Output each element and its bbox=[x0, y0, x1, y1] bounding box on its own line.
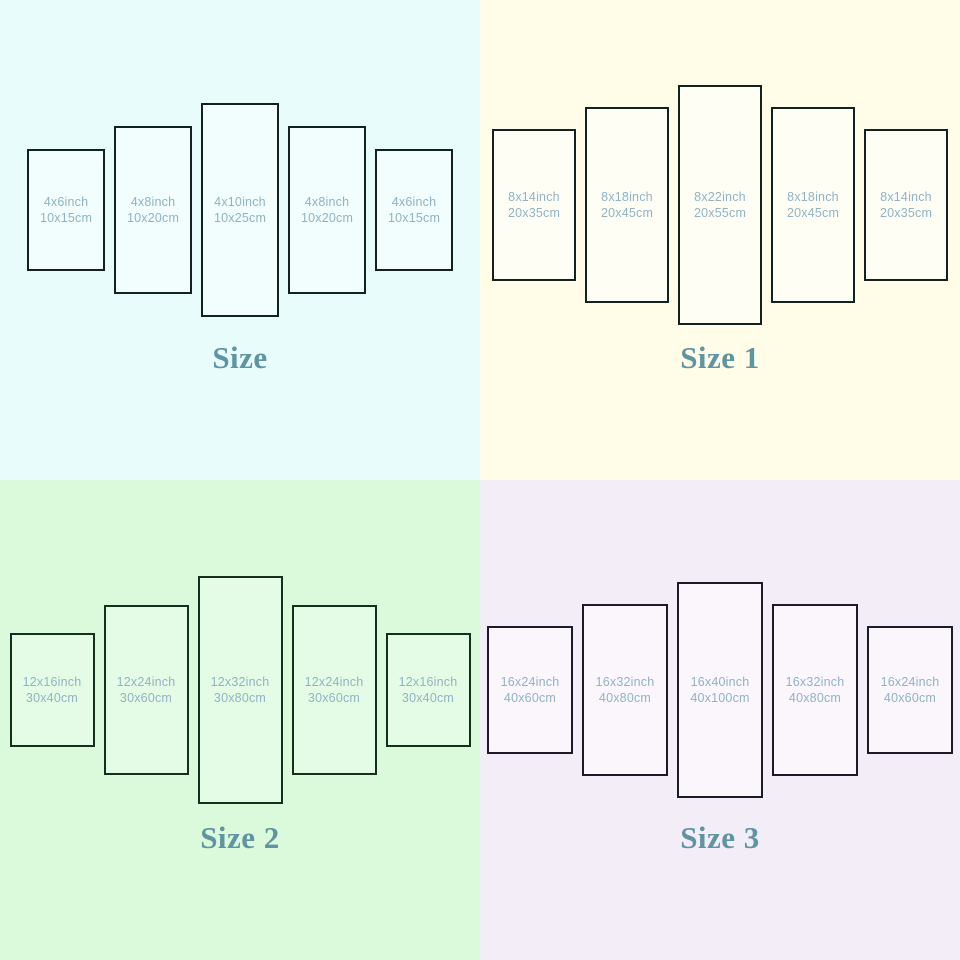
panel-inch-label: 12x16inch bbox=[398, 675, 458, 689]
panel-cm-label: 20x45cm bbox=[786, 206, 840, 220]
panel-inch-label: 16x40inch bbox=[690, 675, 750, 689]
quadrant-title-size: Size bbox=[212, 340, 268, 375]
panel-cm-label: 10x20cm bbox=[300, 211, 354, 225]
quadrant-title-size-3: Size 3 bbox=[680, 820, 760, 855]
quadrant-title-size-2: Size 2 bbox=[200, 820, 280, 855]
panel-inch-label: 4x6inch bbox=[43, 195, 89, 209]
panel-row-size-3: 16x24inch 40x60cm 16x32inch 40x80cm 16x4… bbox=[480, 505, 960, 875]
panel-inch-label: 8x22inch bbox=[694, 190, 746, 204]
size-panel-3-label: 4x10inch 10x25cm bbox=[214, 194, 266, 226]
panel-inch-label: 4x8inch bbox=[130, 195, 176, 209]
panel-cm-label: 30x40cm bbox=[25, 691, 79, 705]
panel-inch-label: 16x24inch bbox=[500, 675, 560, 689]
size-3-panel-1-label: 16x24inch 40x60cm bbox=[501, 674, 560, 706]
panel-inch-label: 16x32inch bbox=[595, 675, 655, 689]
size-panel-1: 4x6inch 10x15cm bbox=[27, 149, 105, 271]
size-3-panel-3-label: 16x40inch 40x100cm bbox=[690, 674, 749, 706]
panel-inch-label: 8x14inch bbox=[508, 190, 560, 204]
panel-cm-label: 40x80cm bbox=[788, 691, 842, 705]
panel-cm-label: 40x60cm bbox=[503, 691, 557, 705]
size-2-panel-1: 12x16inch 30x40cm bbox=[9, 633, 95, 747]
size-1-panel-1-label: 8x14inch 20x35cm bbox=[508, 189, 560, 221]
panel-cm-label: 30x80cm bbox=[213, 691, 267, 705]
panel-cm-label: 20x55cm bbox=[693, 206, 747, 220]
size-panel-2-label: 4x8inch 10x20cm bbox=[127, 194, 179, 226]
size-1-panel-5-label: 8x14inch 20x35cm bbox=[880, 189, 932, 221]
size-2-panel-5-label: 12x16inch 30x40cm bbox=[399, 674, 458, 706]
size-panel-2: 4x8inch 10x20cm bbox=[114, 126, 192, 294]
panel-inch-label: 4x10inch bbox=[214, 195, 266, 209]
quadrant-size: 4x6inch 10x15cm 4x8inch 10x20cm 4x10inch… bbox=[0, 0, 480, 480]
size-3-panel-1: 16x24inch 40x60cm bbox=[487, 626, 573, 754]
panel-inch-label: 4x6inch bbox=[391, 195, 437, 209]
panel-inch-label: 16x24inch bbox=[880, 675, 940, 689]
panel-cm-label: 30x40cm bbox=[401, 691, 455, 705]
size-panel-3: 4x10inch 10x25cm bbox=[201, 103, 279, 317]
size-3-panel-5: 16x24inch 40x60cm bbox=[867, 626, 953, 754]
size-panel-4-label: 4x8inch 10x20cm bbox=[301, 194, 353, 226]
panel-cm-label: 10x15cm bbox=[39, 211, 93, 225]
size-3-panel-2: 16x32inch 40x80cm bbox=[582, 604, 668, 776]
size-1-panel-4-label: 8x18inch 20x45cm bbox=[787, 189, 839, 221]
size-1-panel-2-label: 8x18inch 20x45cm bbox=[601, 189, 653, 221]
size-2-panel-3: 12x32inch 30x80cm bbox=[197, 576, 283, 804]
panel-cm-label: 40x80cm bbox=[598, 691, 652, 705]
size-panel-5-label: 4x6inch 10x15cm bbox=[388, 194, 440, 226]
panel-cm-label: 10x25cm bbox=[213, 211, 267, 225]
panel-cm-label: 10x15cm bbox=[387, 211, 441, 225]
panel-cm-label: 20x35cm bbox=[507, 206, 561, 220]
size-2-panel-5: 12x16inch 30x40cm bbox=[385, 633, 471, 747]
size-3-panel-4-label: 16x32inch 40x80cm bbox=[786, 674, 845, 706]
panel-cm-label: 20x45cm bbox=[600, 206, 654, 220]
size-2-panel-3-label: 12x32inch 30x80cm bbox=[211, 674, 270, 706]
size-2-panel-2: 12x24inch 30x60cm bbox=[103, 605, 189, 775]
panel-row-size-2: 12x16inch 30x40cm 12x24inch 30x60cm 12x3… bbox=[0, 505, 480, 875]
panel-cm-label: 30x60cm bbox=[307, 691, 361, 705]
panel-row-size-1: 8x14inch 20x35cm 8x18inch 20x45cm 8x22in… bbox=[480, 20, 960, 390]
quadrant-size-1: 8x14inch 20x35cm 8x18inch 20x45cm 8x22in… bbox=[480, 0, 960, 480]
size-panel-1-label: 4x6inch 10x15cm bbox=[40, 194, 92, 226]
panel-cm-label: 40x60cm bbox=[883, 691, 937, 705]
size-panel-4: 4x8inch 10x20cm bbox=[288, 126, 366, 294]
size-2-panel-2-label: 12x24inch 30x60cm bbox=[117, 674, 176, 706]
panel-cm-label: 20x35cm bbox=[879, 206, 933, 220]
size-panel-5: 4x6inch 10x15cm bbox=[375, 149, 453, 271]
panel-inch-label: 8x14inch bbox=[880, 190, 932, 204]
size-1-panel-5: 8x14inch 20x35cm bbox=[864, 129, 948, 281]
quadrant-title-size-1: Size 1 bbox=[680, 340, 760, 375]
size-3-panel-4: 16x32inch 40x80cm bbox=[772, 604, 858, 776]
size-1-panel-1: 8x14inch 20x35cm bbox=[492, 129, 576, 281]
size-2-panel-1-label: 12x16inch 30x40cm bbox=[23, 674, 82, 706]
quadrant-size-3: 16x24inch 40x60cm 16x32inch 40x80cm 16x4… bbox=[480, 480, 960, 960]
panel-inch-label: 12x32inch bbox=[210, 675, 270, 689]
panel-inch-label: 12x24inch bbox=[304, 675, 364, 689]
panel-inch-label: 8x18inch bbox=[601, 190, 653, 204]
size-3-panel-3: 16x40inch 40x100cm bbox=[677, 582, 763, 798]
panel-inch-label: 12x16inch bbox=[22, 675, 82, 689]
size-1-panel-4: 8x18inch 20x45cm bbox=[771, 107, 855, 303]
panel-row-size: 4x6inch 10x15cm 4x8inch 10x20cm 4x10inch… bbox=[0, 25, 480, 395]
panel-cm-label: 30x60cm bbox=[119, 691, 173, 705]
size-3-panel-5-label: 16x24inch 40x60cm bbox=[881, 674, 940, 706]
size-2-panel-4-label: 12x24inch 30x60cm bbox=[305, 674, 364, 706]
quadrant-size-2: 12x16inch 30x40cm 12x24inch 30x60cm 12x3… bbox=[0, 480, 480, 960]
panel-inch-label: 16x32inch bbox=[785, 675, 845, 689]
size-2-panel-4: 12x24inch 30x60cm bbox=[291, 605, 377, 775]
panel-inch-label: 4x8inch bbox=[304, 195, 350, 209]
size-3-panel-2-label: 16x32inch 40x80cm bbox=[596, 674, 655, 706]
panel-cm-label: 10x20cm bbox=[126, 211, 180, 225]
panel-inch-label: 8x18inch bbox=[787, 190, 839, 204]
panel-inch-label: 12x24inch bbox=[116, 675, 176, 689]
size-1-panel-3: 8x22inch 20x55cm bbox=[678, 85, 762, 325]
size-1-panel-3-label: 8x22inch 20x55cm bbox=[694, 189, 746, 221]
panel-cm-label: 40x100cm bbox=[690, 691, 750, 705]
size-1-panel-2: 8x18inch 20x45cm bbox=[585, 107, 669, 303]
